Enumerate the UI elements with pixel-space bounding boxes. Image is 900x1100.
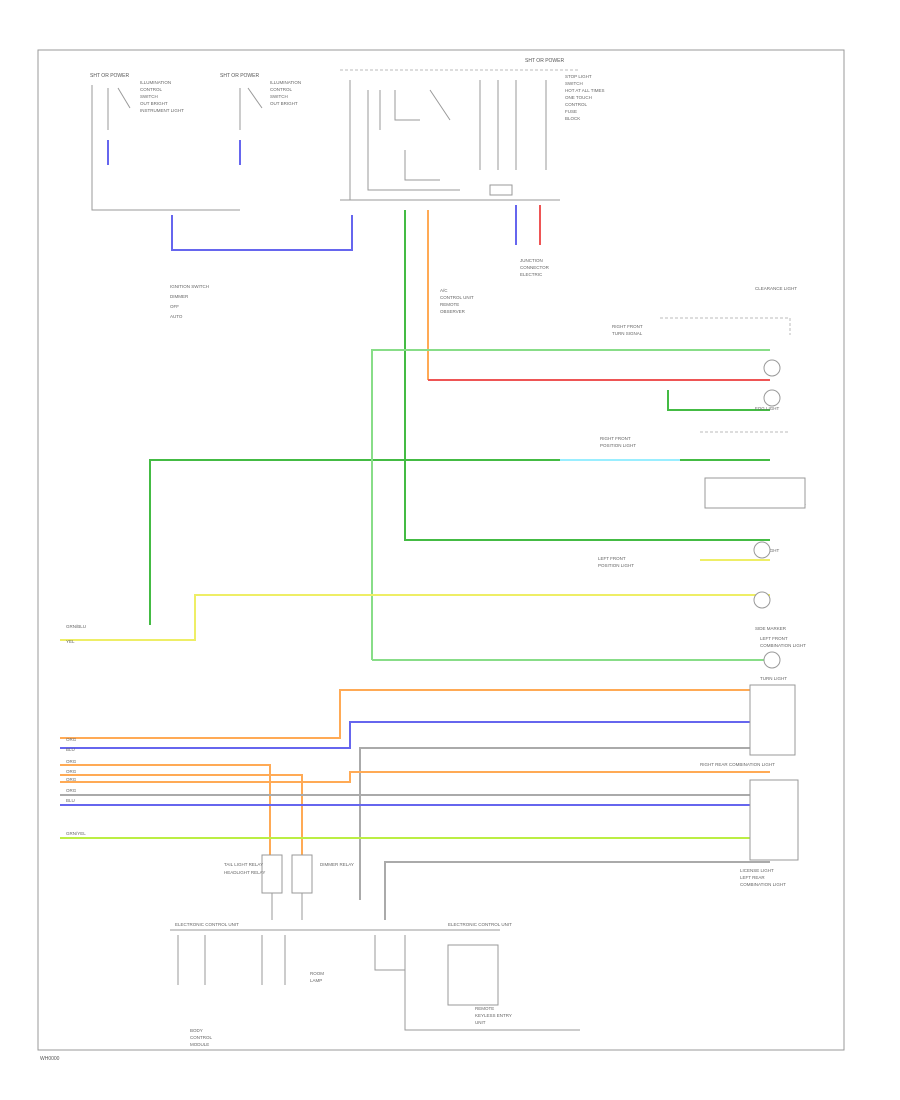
component-sub: TURN SIGNAL xyxy=(612,331,643,336)
component-sub: LEFT REAR xyxy=(740,875,765,880)
fuse-block-line: HOT AT ALL TIMES xyxy=(565,88,605,93)
fuse-block-line: ONE TOUCH xyxy=(565,95,592,100)
wire-lightgreen-top xyxy=(371,349,770,660)
component-sub: COMBINATION LIGHT xyxy=(740,882,786,887)
legend-item: IGNITION SWITCH xyxy=(170,284,209,289)
wires-bottom xyxy=(60,689,770,920)
right-components: CLEARANCE LIGHT RIGHT FRONT TURN SIGNAL … xyxy=(598,286,806,887)
wire-label: YEL xyxy=(66,639,75,644)
fuse-block-line: CONTROL xyxy=(565,102,587,107)
mid-note: REMOTE xyxy=(440,302,459,307)
bottom-right-note: KEYLESS ENTRY xyxy=(475,1013,512,1018)
diagram-frame xyxy=(37,49,845,1051)
switch-1-line: SWITCH xyxy=(140,94,158,99)
ecu-note: MODULE xyxy=(190,1042,209,1047)
mid-note: CONTROL UNIT xyxy=(440,295,474,300)
wire-label: GRN/BLU xyxy=(66,624,86,629)
legend-item: AUTO xyxy=(170,314,183,319)
relay-note: HEADLIGHT RELAY xyxy=(224,870,265,875)
ecu-note: CONTROL xyxy=(190,1035,212,1040)
switch-2-line: OUT BRIGHT xyxy=(270,101,298,106)
component-sub: POSITION LIGHT xyxy=(598,563,634,568)
fuse-block-line: BLOCK xyxy=(565,116,580,121)
wire-label: GRN/YEL xyxy=(66,831,86,836)
wire-label: ORG xyxy=(66,759,77,764)
relay-note: DIMMER RELAY xyxy=(320,862,354,867)
mid-note: A/C xyxy=(440,288,448,293)
bottom-right-note: REMOTE xyxy=(475,1006,494,1011)
switch-1-line: INSTRUMENT LIGHT xyxy=(140,108,184,113)
relay-note: TAIL LIGHT RELAY xyxy=(224,862,263,867)
component-title: LICENSE LIGHT xyxy=(740,868,774,873)
wire-green-main xyxy=(404,210,770,541)
fuse-block-title: SHT OR POWER xyxy=(525,58,564,64)
switch-2-line: CONTROL xyxy=(270,87,292,92)
switch-2-line: ILLUMINATION xyxy=(270,80,301,85)
switch-1-title: SHT OR POWER xyxy=(90,73,129,79)
wire-grey-1 xyxy=(359,747,770,900)
component-sub: POSITION LIGHT xyxy=(600,443,636,448)
ecu-note: LAMP xyxy=(310,978,322,983)
wire-label: BLU xyxy=(66,747,75,752)
ecu-title: ELECTRONIC CONTROL UNIT xyxy=(175,922,239,927)
legend-item: DIMMER xyxy=(170,294,189,299)
component-sub: RIGHT FRONT xyxy=(600,436,631,441)
wires-top xyxy=(60,140,770,661)
fuse-block-line: SWITCH xyxy=(565,81,583,86)
component-sub: LEFT FRONT xyxy=(598,556,626,561)
fuse-block-line: FUSE xyxy=(565,109,577,114)
component-title: RIGHT REAR COMBINATION LIGHT xyxy=(700,762,775,767)
wire-label: ORG xyxy=(66,777,77,782)
component-title: FOG LIGHT xyxy=(755,406,780,411)
wire-grey-3 xyxy=(384,861,770,920)
wire-yellow xyxy=(60,559,770,641)
switch-1-line: OUT BRIGHT xyxy=(140,101,168,106)
wire-orange-3 xyxy=(60,774,303,855)
switch-2-title: SHT OR POWER xyxy=(220,73,259,79)
ecu-title: ELECTRONIC CONTROL UNIT xyxy=(448,922,512,927)
relay-2 xyxy=(291,854,313,894)
wire-label: BLU xyxy=(66,798,75,803)
ecu-note: ROOM xyxy=(310,971,324,976)
wire-label: ORG xyxy=(66,737,77,742)
fuse-block-line: STOP LIGHT xyxy=(565,74,592,79)
component-title: TURN LIGHT xyxy=(760,676,787,681)
fuse-block: SHT OR POWER STOP LIGHT SWITCH HOT AT AL… xyxy=(340,58,605,201)
legend-item: OFF xyxy=(170,304,179,309)
ecu-note: BODY xyxy=(190,1028,203,1033)
wire-darkgreen-left xyxy=(149,459,660,625)
switch-1-line: ILLUMINATION xyxy=(140,80,171,85)
wire-orange-2 xyxy=(60,764,271,855)
footer-tag: WH0000 xyxy=(40,1056,60,1062)
component-title: SIDE MARKER xyxy=(755,626,787,631)
jc-note: CONNECTOR xyxy=(520,265,550,270)
jc-note: JUNCTION xyxy=(520,258,543,263)
switch-2-line: SWITCH xyxy=(270,94,288,99)
top-left-switches: SHT OR POWER ILLUMINATION CONTROL SWITCH… xyxy=(90,73,301,211)
switch-1-line: CONTROL xyxy=(140,87,162,92)
jc-note: ELECTRIC xyxy=(520,272,543,277)
wire-orange-4 xyxy=(60,771,770,783)
wire-label: ORG xyxy=(66,769,77,774)
wire-blue-1 xyxy=(60,721,770,749)
bottom-right-note: UNIT xyxy=(475,1020,486,1025)
component-sub: RIGHT FRONT xyxy=(612,324,643,329)
mid-note: OBSERVER xyxy=(440,309,466,314)
component-sub: COMBINATION LIGHT xyxy=(760,643,806,648)
wire-blue-top xyxy=(107,140,353,251)
legend: IGNITION SWITCH DIMMER OFF AUTO xyxy=(170,284,209,319)
bottom-section: TAIL LIGHT RELAY HEADLIGHT RELAY DIMMER … xyxy=(170,854,580,1047)
component-sub: LEFT FRONT xyxy=(760,636,788,641)
wire-green-mid xyxy=(667,390,770,461)
wire-label: ORG xyxy=(66,788,77,793)
wire-orange-1 xyxy=(60,689,770,739)
left-wire-labels: GRN/BLU YEL ORG BLU ORG ORG ORG ORG BLU … xyxy=(66,624,86,836)
component-title: CLEARANCE LIGHT xyxy=(755,286,797,291)
